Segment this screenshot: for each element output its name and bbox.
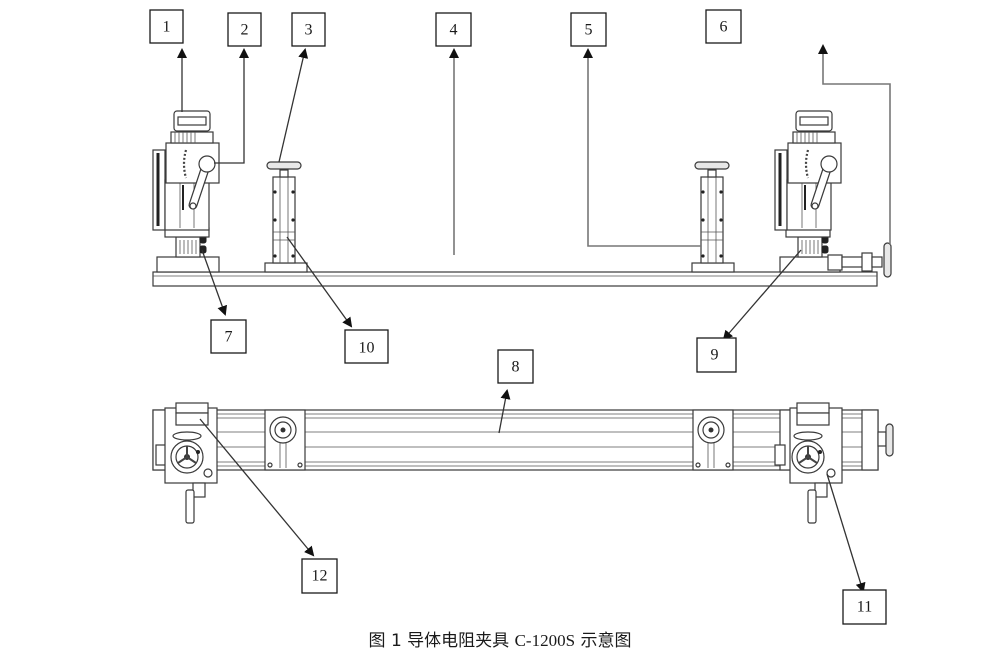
figure-caption: 图 1 导体电阻夹具 C-1200S 示意图 <box>0 626 1000 651</box>
right-clamp-side <box>774 110 892 278</box>
callout-label: 11 <box>857 599 872 616</box>
right-clamp-top <box>774 402 894 524</box>
callout-10: 10 <box>344 329 389 364</box>
callout-1: 1 <box>149 9 184 44</box>
callout-label: 4 <box>450 22 458 39</box>
callout-11: 11 <box>842 589 887 625</box>
callout-label: 7 <box>225 329 233 346</box>
callout-9: 9 <box>696 337 737 373</box>
caption-prefix: 图 1 导体电阻夹具 <box>368 631 510 651</box>
caption-model: C-1200S <box>514 631 576 650</box>
callout-6: 6 <box>705 9 742 44</box>
callout-label: 2 <box>241 22 249 39</box>
callout-label: 6 <box>720 19 728 36</box>
left-clamp-side <box>152 110 220 273</box>
callout-3: 3 <box>291 12 326 47</box>
callout-4: 4 <box>435 12 472 47</box>
callout-label: 10 <box>359 340 375 357</box>
callout-label: 8 <box>512 359 520 376</box>
callout-2: 2 <box>227 12 262 47</box>
callout-5: 5 <box>570 12 607 47</box>
callout-label: 3 <box>305 22 313 39</box>
callout-7: 7 <box>210 319 247 354</box>
callout-label: 5 <box>585 22 593 39</box>
callout-label: 1 <box>163 19 171 36</box>
side-view <box>152 110 892 287</box>
base-rail <box>152 271 878 287</box>
callout-label: 9 <box>711 347 719 364</box>
top-view <box>152 402 894 524</box>
callout-label: 12 <box>312 568 328 585</box>
leader-lines <box>177 44 891 593</box>
left-post-top <box>264 409 306 471</box>
right-post-top <box>692 409 734 471</box>
caption-suffix: 示意图 <box>580 631 632 651</box>
callout-8: 8 <box>497 349 534 384</box>
right-support-post-side <box>691 161 735 273</box>
left-clamp-top <box>152 402 218 524</box>
callout-12: 12 <box>301 558 338 594</box>
rail-top <box>152 409 879 471</box>
